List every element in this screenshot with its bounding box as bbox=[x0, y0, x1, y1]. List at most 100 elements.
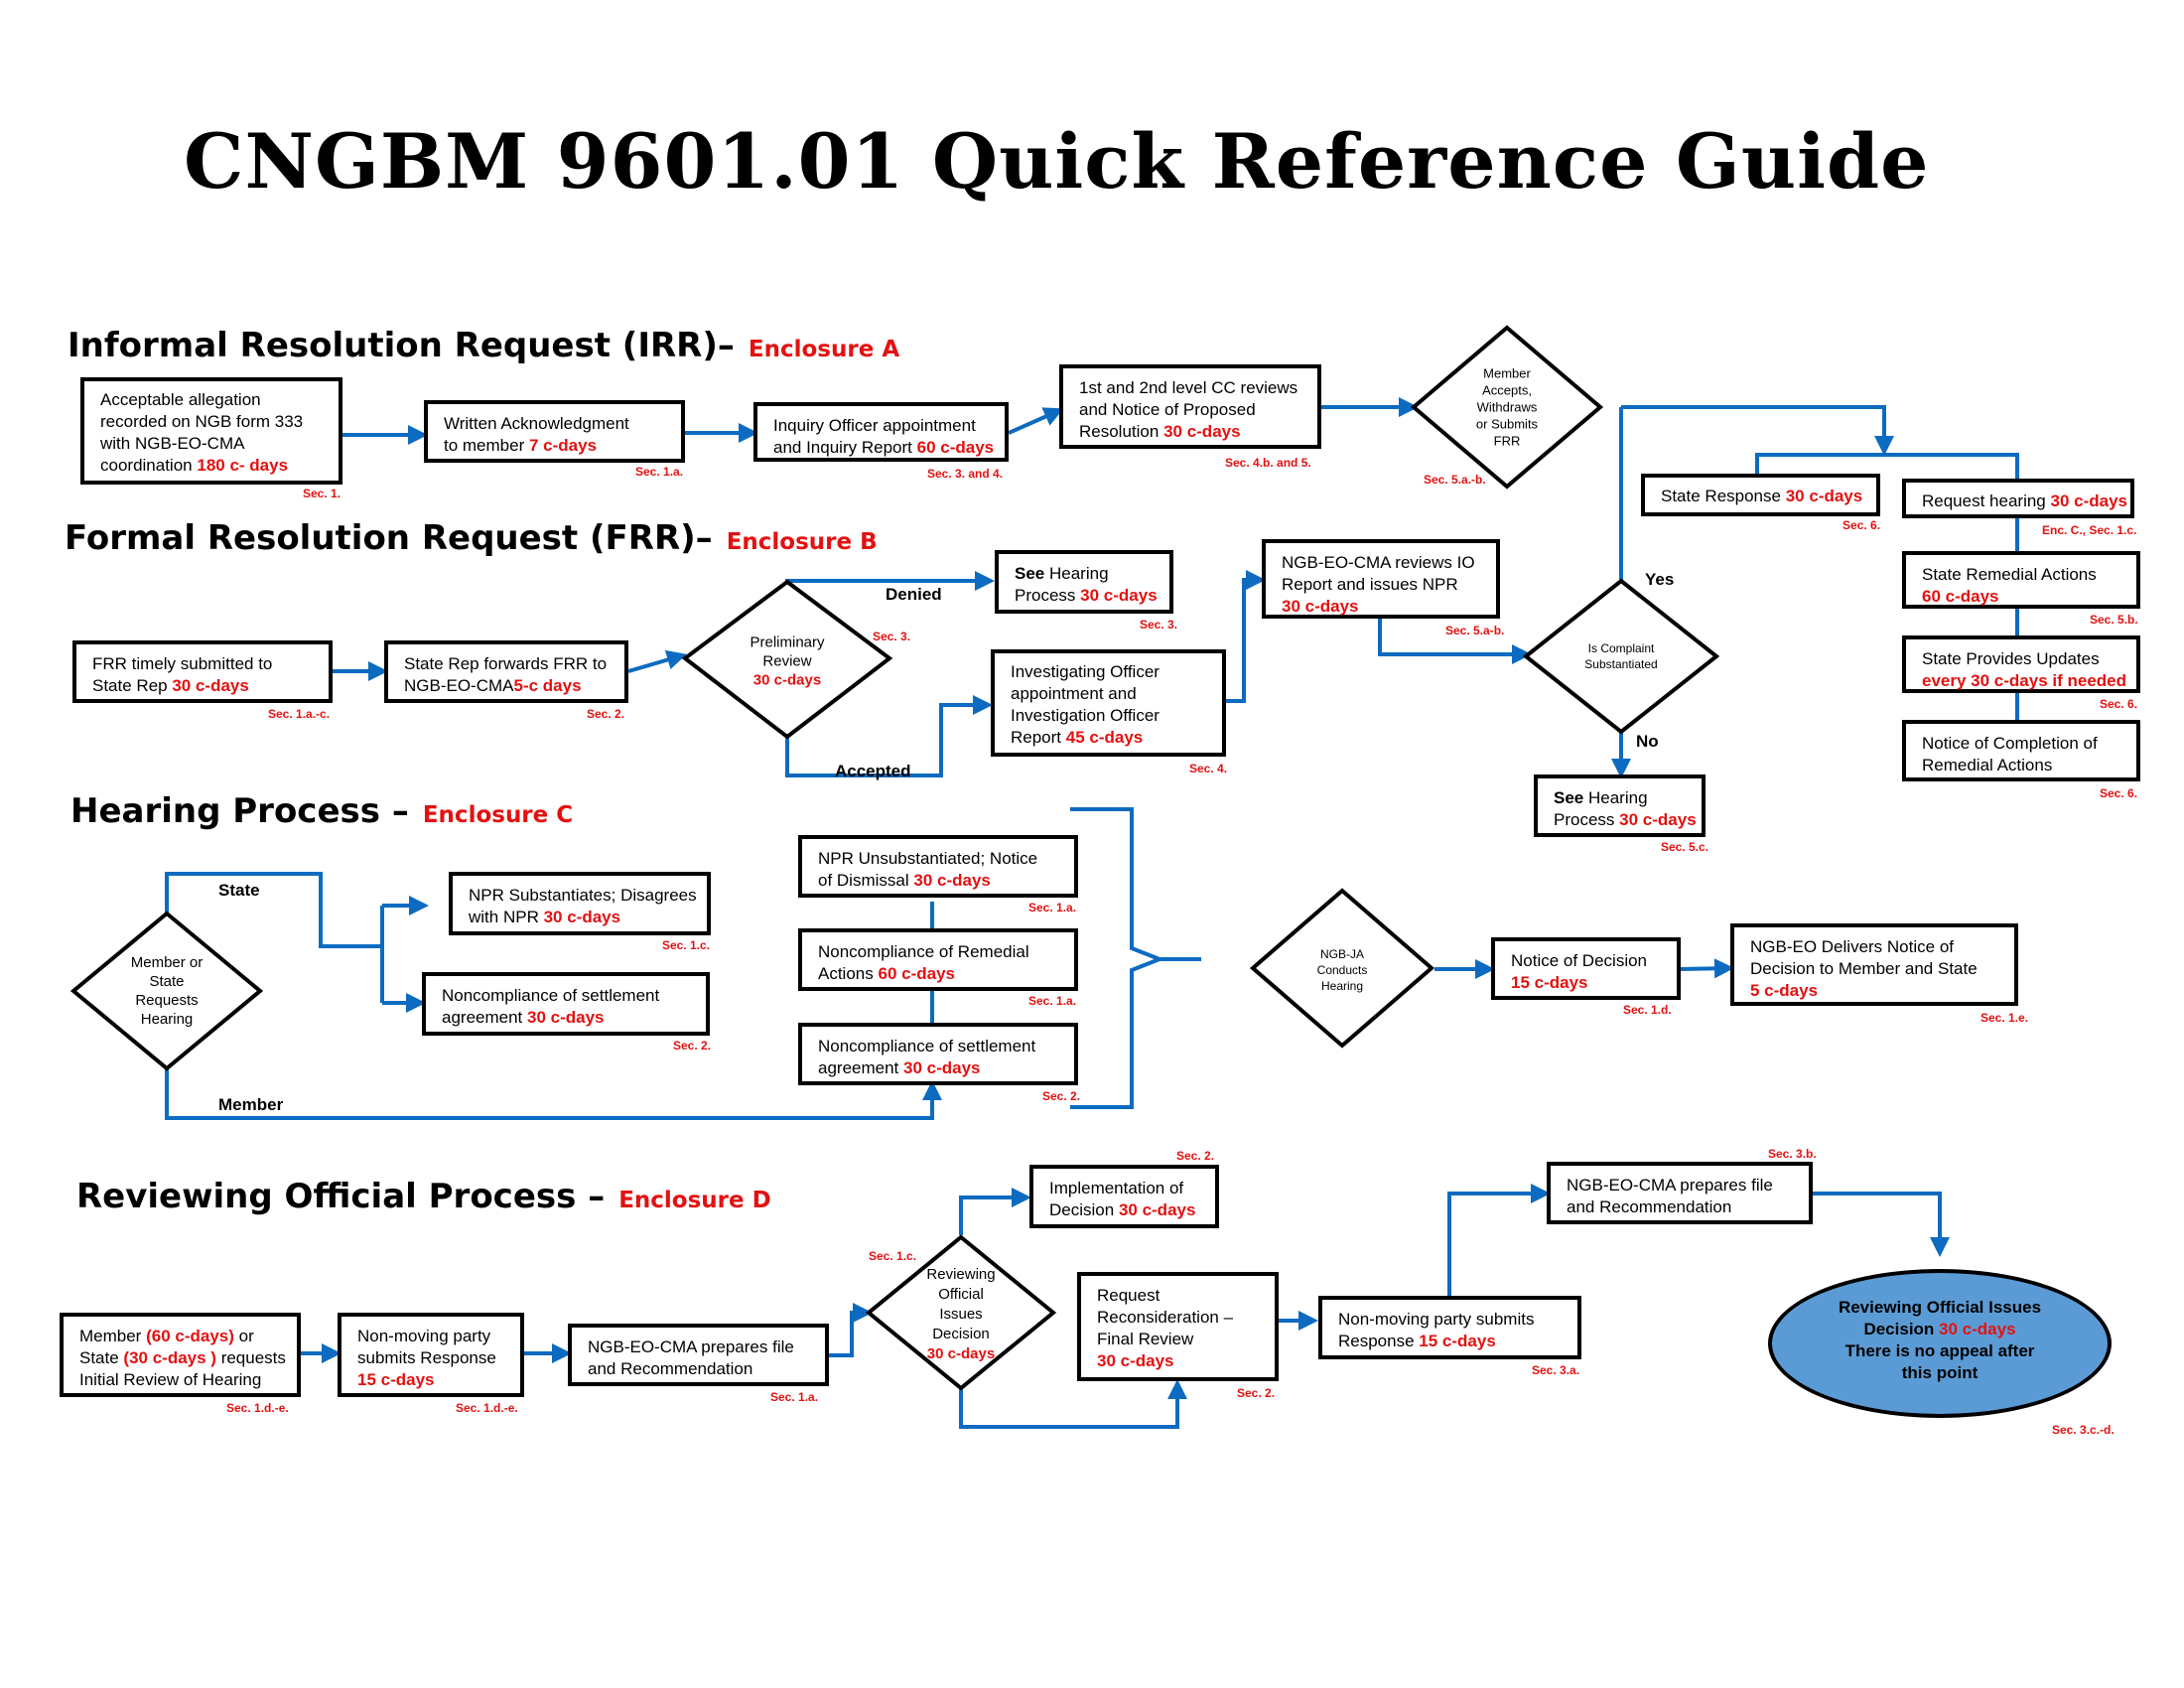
irr-inquiry-line2: and Inquiry Report 60 c-days bbox=[773, 437, 994, 459]
ro-final-ref: Sec. 3.c.-d. bbox=[2052, 1423, 2115, 1437]
hearing-npr-subst-days: 30 c-days bbox=[543, 908, 621, 926]
irr-state-response-ref: Sec. 6. bbox=[1843, 518, 1881, 532]
hearing-noncomp-settle1-line2: agreement 30 c-days bbox=[442, 1007, 692, 1029]
hearing-noncomp-settle2-line1: Noncompliance of settlement bbox=[818, 1037, 1036, 1055]
prelim-review-line2: Review bbox=[762, 652, 812, 670]
hearing-request-line4: Hearing bbox=[140, 1011, 194, 1028]
irr-inquiry-ref: Sec. 3. and 4. bbox=[927, 467, 1004, 481]
irr-ack-ref: Sec. 1.a. bbox=[635, 465, 684, 479]
irr-updates-line1: State Provides Updates bbox=[1922, 649, 2100, 668]
irr-ack-line1: Written Acknowledgment bbox=[444, 414, 629, 433]
irr-remedial-box: State Remedial Actions 60 c-days bbox=[1902, 551, 2140, 609]
frr-see-hearing2-line2: Process 30 c-days bbox=[1554, 809, 1697, 831]
frr-io-line4: Report 45 c-days bbox=[1011, 727, 1208, 749]
yes-label: Yes bbox=[1645, 570, 1675, 589]
irr-allegation-days: 180 c- days bbox=[197, 456, 289, 475]
irr-state-response-text: State Response bbox=[1661, 487, 1781, 505]
hearing-noncomp-settle1-box: Noncompliance of settlement agreement 30… bbox=[422, 972, 710, 1036]
hearing-npr-subst-ref: Sec. 1.c. bbox=[662, 938, 711, 952]
ro-final-line4: this point bbox=[1901, 1363, 1979, 1382]
hearing-npr-unsubst-ref: Sec. 1.a. bbox=[1028, 901, 1077, 914]
ro-final-line1: Reviewing Official Issues bbox=[1838, 1298, 2042, 1317]
irr-allegation-ref: Sec. 1. bbox=[303, 487, 341, 500]
irr-enclosure-label: Enclosure A bbox=[748, 337, 900, 362]
diamond-ja-hearing bbox=[1249, 888, 1435, 1049]
ro-decision-line4: Decision bbox=[932, 1326, 990, 1342]
ro-member-state-line2: State (30 c-days ) requests bbox=[79, 1347, 286, 1369]
frr-see-hearing2-line1: See Hearing bbox=[1554, 787, 1688, 809]
frr-forwards-line2: NGB-EO-CMA5-c days bbox=[404, 675, 611, 697]
ro-prepares1-box: NGB-EO-CMA prepares file and Recommendat… bbox=[568, 1324, 829, 1386]
hearing-delivers-line1: NGB-EO Delivers Notice of bbox=[1750, 937, 1954, 956]
ro-reconsideration-line3: Final Review bbox=[1097, 1330, 1194, 1348]
ro-reconsideration-days: 30 c-days bbox=[1097, 1351, 1174, 1370]
frr-timely-box: FRR timely submitted to State Rep 30 c-d… bbox=[72, 640, 333, 703]
state-label: State bbox=[218, 881, 260, 900]
hearing-npr-subst-line2: with NPR 30 c-days bbox=[469, 907, 693, 928]
irr-request-hearing-ref: Enc. C., Sec. 1.c. bbox=[2042, 523, 2137, 537]
hearing-request-text: Member or State Requests Hearing bbox=[131, 953, 204, 1029]
line-branch-bus bbox=[1755, 453, 2019, 479]
ro-member-state-line1: Member (60 c-days) or bbox=[79, 1326, 283, 1347]
hearing-npr-unsubst-dismissal: of Dismissal bbox=[818, 871, 909, 890]
frr-see-hearing-box: See Hearing Process 30 c-days bbox=[995, 550, 1173, 614]
frr-see-hearing-days: 30 c-days bbox=[1080, 586, 1158, 605]
irr-allegation-line4: coordination 180 c- days bbox=[100, 455, 325, 477]
arrow-io-to-npr bbox=[1226, 570, 1266, 703]
ro-state-text: State bbox=[79, 1348, 124, 1367]
ro-final-line2: Decision 30 c-days bbox=[1772, 1319, 2108, 1340]
ro-reconsideration-ref: Sec. 2. bbox=[1237, 1386, 1276, 1400]
ro-nonmoving2-days: 15 c-days bbox=[1419, 1332, 1496, 1350]
irr-cc-review-line1: 1st and 2nd level CC reviews bbox=[1079, 378, 1298, 397]
arrow-prepares2-to-final bbox=[1813, 1192, 1950, 1257]
page-title: CNGBM 9601.01 Quick Reference Guide bbox=[184, 117, 1930, 206]
frr-see-hearing-hearing: Hearing bbox=[1048, 564, 1109, 583]
member-decision-line3: Withdraws bbox=[1476, 399, 1538, 415]
arrow-nonmoving-to-prepares2 bbox=[1447, 1184, 1551, 1296]
irr-completion-ref: Sec. 6. bbox=[2100, 786, 2138, 800]
frr-npr-line1: NGB-EO-CMA reviews IO bbox=[1282, 553, 1475, 572]
ro-nonmoving2-ref: Sec. 3.a. bbox=[1532, 1363, 1580, 1377]
irr-completion-box: Notice of Completion of Remedial Actions bbox=[1902, 720, 2140, 781]
member-decision-line2: Accepts, bbox=[1482, 382, 1532, 398]
hearing-delivers-days: 5 c-days bbox=[1750, 981, 1819, 1000]
frr-see-hearing2-days: 30 c-days bbox=[1619, 810, 1697, 829]
substantiated-line2: Substantiated bbox=[1584, 657, 1658, 671]
hearing-npr-unsubst-line1: NPR Unsubstantiated; Notice bbox=[818, 849, 1038, 868]
frr-timely-line1: FRR timely submitted to bbox=[92, 654, 273, 673]
hearing-noncomp-remedial-ref: Sec. 1.a. bbox=[1028, 994, 1077, 1008]
arrow-prepares-to-ro bbox=[829, 1303, 873, 1357]
hearing-npr-unsubst-days: 30 c-days bbox=[913, 871, 991, 890]
hearing-noncomp-settle2-box: Noncompliance of settlement agreement 30… bbox=[798, 1023, 1078, 1085]
frr-see-hearing-line2: Process 30 c-days bbox=[1015, 585, 1158, 607]
hearing-noncomp-settle2-agreement: agreement bbox=[818, 1058, 899, 1077]
frr-see-hearing-see: See bbox=[1015, 564, 1045, 583]
prelim-review-ref: Sec. 3. bbox=[873, 630, 911, 643]
ja-hearing-text: NGB-JA Conducts Hearing bbox=[1317, 946, 1368, 994]
ro-decision-line3: Issues bbox=[939, 1306, 983, 1323]
frr-forwards-cma: NGB-EO-CMA bbox=[404, 676, 514, 695]
irr-state-response-box: State Response 30 c-days bbox=[1641, 474, 1880, 516]
frr-forwards-days: 5-c days bbox=[513, 676, 582, 695]
frr-see-hearing2-ref: Sec. 5.c. bbox=[1661, 840, 1709, 854]
ro-nonmoving2-line1: Non-moving party submits bbox=[1338, 1310, 1535, 1329]
ja-hearing-line3: Hearing bbox=[1320, 979, 1364, 993]
irr-remedial-days: 60 c-days bbox=[1922, 587, 1999, 606]
hearing-request-line2: State bbox=[149, 973, 185, 990]
frr-see-hearing2-hearing: Hearing bbox=[1587, 788, 1648, 807]
frr-heading-text: Formal Resolution Request (FRR)– bbox=[65, 518, 713, 558]
ja-hearing-line2: Conducts bbox=[1316, 963, 1368, 977]
member-decision-line1: Member bbox=[1483, 365, 1531, 381]
hearing-delivers-ref: Sec. 1.e. bbox=[1980, 1011, 2029, 1025]
arrow-prelim-accepted bbox=[785, 695, 993, 777]
frr-forwards-box: State Rep forwards FRR to NGB-EO-CMA5-c … bbox=[384, 640, 628, 703]
hearing-npr-subst-with: with NPR bbox=[469, 908, 539, 926]
irr-completion-line1: Notice of Completion of bbox=[1922, 734, 2098, 753]
irr-allegation-coordination: coordination bbox=[100, 456, 193, 475]
hearing-noncomp-settle2-ref: Sec. 2. bbox=[1042, 1089, 1081, 1103]
frr-see-hearing2-process: Process bbox=[1554, 810, 1615, 829]
irr-ack-days: 7 c-days bbox=[528, 436, 598, 455]
irr-allegation-line3: with NGB-EO-CMA bbox=[100, 434, 245, 453]
irr-request-hearing-box: Request hearing 30 c-days bbox=[1902, 479, 2134, 518]
